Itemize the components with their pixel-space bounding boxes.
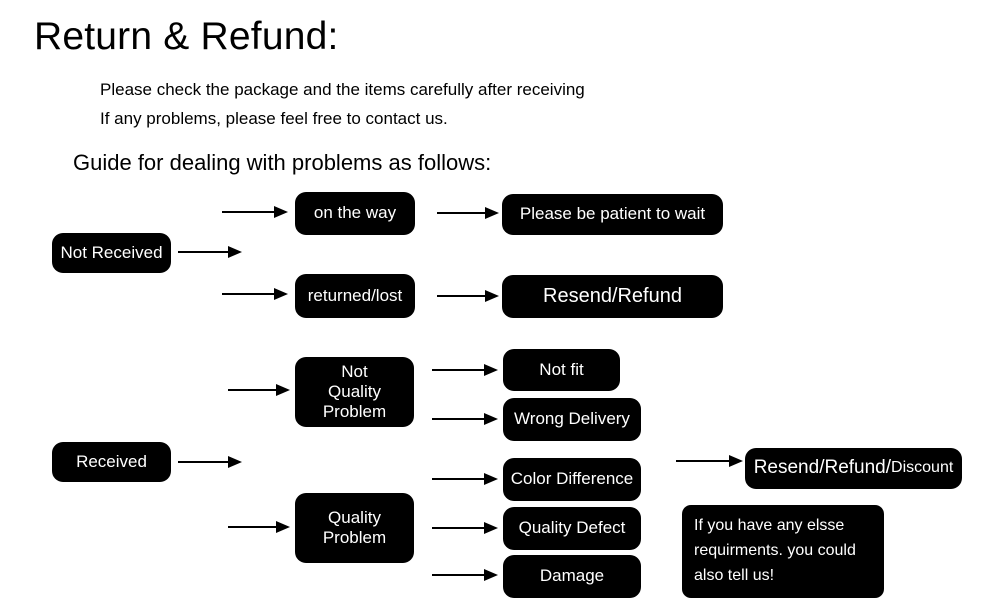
- node-not-fit: Not fit: [503, 349, 620, 391]
- node-not-quality-problem-line-2: Quality: [328, 381, 381, 401]
- node-not-quality-problem-line-3: Problem: [322, 402, 387, 422]
- arrow-split-to-on-the-way: [222, 206, 288, 218]
- node-received: Received: [52, 442, 171, 482]
- arrow-split-to-not-quality-problem: [228, 384, 290, 396]
- arrow-split-to-quality-problem: [228, 521, 290, 533]
- intro-text-line-1: Please check the package and the items c…: [100, 80, 585, 99]
- node-not-quality-problem: Not Quality Problem: [295, 357, 414, 427]
- node-please-be-patient-to-wait: Please be patient to wait: [502, 194, 723, 235]
- arrow-not-quality-to-wrong-delivery: [432, 413, 498, 425]
- arrow-not-received-to-split: [178, 246, 242, 258]
- arrow-quality-to-quality-defect: [432, 522, 498, 534]
- arrow-quality-to-color-difference: [432, 473, 498, 485]
- note-line-3: also tell us!: [694, 566, 775, 584]
- node-color-difference: Color Difference: [503, 458, 641, 501]
- arrow-quality-to-damage: [432, 569, 498, 581]
- node-returned-lost: returned/lost: [295, 274, 415, 318]
- node-damage: Damage: [503, 555, 641, 598]
- node-quality-problem-line-1: Quality: [328, 507, 381, 527]
- node-on-the-way: on the way: [295, 192, 415, 235]
- guide-heading: Guide for dealing with problems as follo…: [73, 150, 492, 175]
- node-wrong-delivery: Wrong Delivery: [503, 398, 641, 441]
- arrow-received-to-split: [178, 456, 242, 468]
- node-quality-problem: Quality Problem: [295, 493, 414, 563]
- node-not-received: Not Received: [52, 233, 171, 273]
- arrow-on-the-way-to-be-patient: [437, 207, 499, 219]
- node-resend-refund: Resend/Refund: [502, 275, 723, 318]
- final-outcome-main: Resend/Refund/: [753, 457, 892, 479]
- node-quality-defect: Quality Defect: [503, 507, 641, 550]
- arrow-returned-lost-to-resend-refund: [437, 290, 499, 302]
- arrow-split-to-returned-lost: [222, 288, 288, 300]
- final-outcome-small: Discount: [891, 459, 954, 477]
- intro-text-line-2: If any problems, please feel free to con…: [100, 109, 448, 128]
- note-line-1: If you have any elsse: [694, 517, 845, 535]
- arrow-to-final-outcome: [676, 455, 743, 467]
- node-quality-problem-line-2: Problem: [322, 528, 387, 547]
- arrow-not-quality-to-not-fit: [432, 364, 498, 376]
- node-not-quality-problem-line-1: Not: [341, 361, 368, 381]
- note-line-2: requirments. you could: [694, 542, 856, 560]
- node-extra-requirements-note: If you have any elsse requirments. you c…: [682, 505, 884, 598]
- page-title: Return & Refund:: [34, 15, 339, 58]
- node-resend-refund-discount: Resend/Refund/Discount: [745, 448, 962, 489]
